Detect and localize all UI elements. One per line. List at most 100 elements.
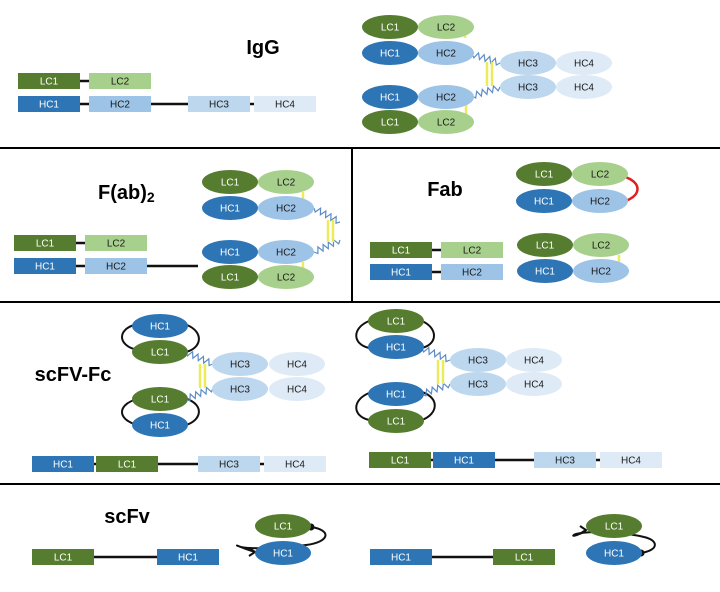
domain-label-hc1: HC1 xyxy=(535,267,555,278)
domain-label-hc1: HC1 xyxy=(220,248,240,259)
domain-lc1-ellipse-39 xyxy=(517,233,573,257)
domain-lc1-ellipse-69 xyxy=(255,514,311,538)
domain-hc4-box-6 xyxy=(254,96,316,112)
domain-label-lc1: LC1 xyxy=(274,522,293,533)
domain-label-hc3: HC3 xyxy=(230,385,250,396)
domain-label-lc1: LC1 xyxy=(387,317,406,328)
domain-hc1-box-21 xyxy=(14,258,76,274)
domain-hc3-ellipse-59 xyxy=(450,372,506,396)
domain-hc2-ellipse-34 xyxy=(572,189,628,213)
domain-lc2-ellipse-24 xyxy=(258,170,314,194)
domain-hc2-ellipse-42 xyxy=(573,259,629,283)
hinge-zigzag xyxy=(421,381,451,397)
domain-lc1-box-19 xyxy=(14,235,76,251)
domain-lc1-box-52 xyxy=(96,456,158,472)
domain-hc2-ellipse-16 xyxy=(418,85,474,109)
domain-label-lc2: LC2 xyxy=(463,246,482,257)
domain-label-hc1: HC1 xyxy=(386,390,406,401)
hinge-zigzag xyxy=(471,84,501,99)
domain-label-hc1: HC1 xyxy=(391,268,411,279)
hinge-zigzag xyxy=(313,238,341,255)
domain-label-hc3: HC3 xyxy=(219,460,239,471)
domain-lc1-ellipse-62 xyxy=(368,409,424,433)
domain-hc3-box-53 xyxy=(198,456,260,472)
domain-lc1-box-1 xyxy=(18,73,80,89)
domain-hc4-ellipse-60 xyxy=(506,372,562,396)
domain-hc1-box-3 xyxy=(18,96,80,112)
domain-lc1-ellipse-49 xyxy=(132,387,188,411)
hinge-zigzag xyxy=(313,207,341,225)
domain-label-lc1: LC1 xyxy=(381,23,400,34)
domain-hc1-box-71 xyxy=(370,549,432,565)
domain-label-lc1: LC1 xyxy=(391,456,410,467)
domain-hc4-ellipse-58 xyxy=(506,348,562,372)
domain-label-hc2: HC2 xyxy=(436,93,456,104)
domain-label-hc4: HC4 xyxy=(621,456,641,467)
domain-label-hc4: HC4 xyxy=(275,100,295,111)
domain-lc2-box-20 xyxy=(85,235,147,251)
domain-hc1-box-68 xyxy=(157,549,219,565)
domain-hc3-box-5 xyxy=(188,96,250,112)
domain-label-hc3: HC3 xyxy=(555,456,575,467)
title-fab2-subscript: 2 xyxy=(147,189,155,205)
title-scfv: scFv xyxy=(104,506,150,528)
domain-lc1-ellipse-55 xyxy=(368,309,424,333)
domain-hc3-ellipse-57 xyxy=(450,348,506,372)
domain-lc2-box-2 xyxy=(89,73,151,89)
domain-label-hc4: HC4 xyxy=(287,360,307,371)
linker-loop xyxy=(355,320,435,349)
domain-lc1-ellipse-7 xyxy=(362,15,418,39)
domain-hc1-ellipse-70 xyxy=(255,541,311,565)
domain-label-lc1: LC1 xyxy=(536,241,555,252)
domain-label-hc1: HC1 xyxy=(380,93,400,104)
domain-label-lc2: LC2 xyxy=(591,170,610,181)
domain-hc1-ellipse-27 xyxy=(202,240,258,264)
domain-hc1-ellipse-25 xyxy=(202,196,258,220)
domain-label-hc4: HC4 xyxy=(285,460,305,471)
domain-label-hc4: HC4 xyxy=(287,385,307,396)
domain-lc2-ellipse-40 xyxy=(573,233,629,257)
domain-hc2-box-22 xyxy=(85,258,147,274)
domain-label-lc1: LC1 xyxy=(535,170,554,181)
domain-hc4-box-66 xyxy=(600,452,662,468)
domain-label-lc1: LC1 xyxy=(392,246,411,257)
domain-lc2-ellipse-18 xyxy=(418,110,474,134)
domain-lc1-box-35 xyxy=(370,242,432,258)
domain-lc1-box-72 xyxy=(493,549,555,565)
domain-hc4-ellipse-14 xyxy=(556,75,612,99)
title-fab2: F(ab)2 xyxy=(98,182,155,205)
domain-hc2-ellipse-10 xyxy=(418,41,474,65)
domain-hc2-ellipse-26 xyxy=(258,196,314,220)
domain-label-lc1: LC1 xyxy=(605,522,624,533)
domain-label-hc1: HC1 xyxy=(391,553,411,564)
domain-label-hc2: HC2 xyxy=(591,267,611,278)
domain-hc1-box-37 xyxy=(370,264,432,280)
linker-arrowhead xyxy=(248,547,257,557)
title-scfv-fc: scFV-Fc xyxy=(35,364,112,386)
domain-label-hc1: HC1 xyxy=(380,49,400,60)
domain-lc2-ellipse-8 xyxy=(418,15,474,39)
domain-hc1-ellipse-50 xyxy=(132,413,188,437)
domain-label-hc1: HC1 xyxy=(150,421,170,432)
domain-hc1-ellipse-56 xyxy=(368,335,424,359)
domain-lc1-ellipse-44 xyxy=(132,340,188,364)
domain-label-lc1: LC1 xyxy=(40,77,59,88)
domain-label-hc1: HC1 xyxy=(35,262,55,273)
domain-label-lc1: LC1 xyxy=(387,417,406,428)
domain-hc3-box-65 xyxy=(534,452,596,468)
title-igg: IgG xyxy=(246,37,279,59)
domain-label-hc2: HC2 xyxy=(106,262,126,273)
domain-lc1-ellipse-29 xyxy=(202,265,258,289)
domain-hc3-ellipse-11 xyxy=(500,51,556,75)
domain-label-lc1: LC1 xyxy=(221,178,240,189)
domain-hc1-ellipse-33 xyxy=(516,189,572,213)
domain-lc1-ellipse-17 xyxy=(362,110,418,134)
domain-lc1-ellipse-73 xyxy=(586,514,642,538)
domain-label-hc4: HC4 xyxy=(524,356,544,367)
domain-label-hc3: HC3 xyxy=(230,360,250,371)
domain-hc2-box-38 xyxy=(441,264,503,280)
domain-label-lc1: LC1 xyxy=(36,239,55,250)
section-titles: IgG F(ab)2 Fab scFV-Fc scFv xyxy=(35,37,463,528)
domain-hc1-ellipse-61 xyxy=(368,382,424,406)
